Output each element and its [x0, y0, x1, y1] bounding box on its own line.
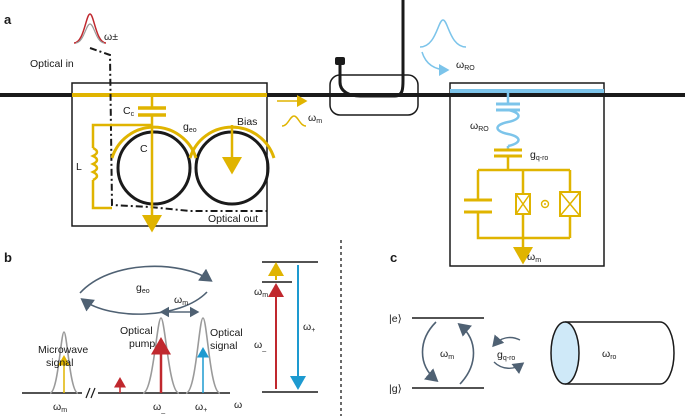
- josephson-junction-left: [515, 193, 531, 215]
- level-omega-minus: ω_: [254, 339, 266, 352]
- optical-signal-label-1: Optical: [210, 327, 243, 339]
- ket-g-label: |g⟩: [389, 383, 402, 395]
- circulator-box: [329, 74, 419, 116]
- omega-m-pulse: [281, 115, 307, 127]
- optical-fiber-path: [89, 47, 267, 212]
- omega-m-label-qubit: ωm: [527, 251, 541, 264]
- omega-pm-label: ω±: [104, 31, 118, 43]
- bias-label: Bias: [237, 116, 257, 128]
- optical-in-label: Optical in: [30, 58, 74, 70]
- panel-b: b geo ωm ω Microwave signal Optical pump…: [4, 250, 318, 414]
- signal-peak: [185, 317, 221, 394]
- input-peak-gray: [75, 23, 105, 44]
- panel-a: a ω± Optical in Optical out Cc Bias geo …: [0, 0, 685, 267]
- axis-break: [85, 387, 96, 399]
- jj-right-cross: [559, 191, 581, 217]
- qubit-down-arrow: [421, 321, 439, 383]
- qubit-up-arrow: [457, 322, 475, 385]
- omega-m-label-a: ωm: [308, 112, 322, 125]
- gqro-label-c: gq-ro: [497, 349, 515, 362]
- l-label: L: [76, 161, 82, 173]
- optical-signal-label-2: signal: [210, 340, 237, 352]
- inductor-wire-top: [91, 123, 152, 148]
- cavity-body: [565, 321, 675, 385]
- inductor-wire-bottom: [91, 180, 112, 210]
- microwave-signal-label-2: signal: [46, 357, 73, 369]
- input-peak-red: [73, 13, 107, 44]
- optical-out-label: Optical out: [208, 213, 258, 225]
- panel-label-a: a: [4, 12, 12, 27]
- axis-omega-minus: ω_: [153, 401, 165, 414]
- level-omega-m: ωm: [254, 286, 268, 299]
- qubit-box: [449, 82, 605, 267]
- omega-ro-label-c: ωro: [602, 348, 617, 361]
- geo-arrow-top: [79, 265, 213, 294]
- jj-left-cross: [515, 193, 531, 215]
- readout-peak: [419, 19, 467, 48]
- axis-omega-plus: ω+: [195, 401, 207, 414]
- ring-resonator-left: [116, 130, 192, 206]
- readout-arrow: [421, 51, 450, 76]
- gqro-arrow-bottom: [493, 361, 525, 375]
- circulator-port: [335, 57, 345, 65]
- omega-ro-label-box: ωRO: [470, 120, 489, 133]
- axis-omega-m: ωm: [53, 401, 67, 414]
- inductor-coil: [90, 146, 99, 182]
- cc-label: Cc: [123, 105, 135, 118]
- panel-label-c: c: [390, 250, 397, 265]
- geo-label-b: geo: [136, 282, 150, 295]
- flux-symbol: [540, 199, 550, 209]
- electrode-left-arc: [110, 125, 198, 159]
- optical-pump-label-1: Optical: [120, 325, 153, 337]
- c-label: C: [140, 143, 148, 155]
- circulator-loop: [338, 62, 405, 98]
- transducer-box: [71, 82, 268, 227]
- qubit-bus-sides: [476, 170, 572, 240]
- omega-ro-label-top: ωRO: [456, 59, 475, 72]
- geo-label: geo: [183, 121, 197, 134]
- omega-m-span-label: ωm: [174, 294, 188, 307]
- optical-pump-label-2: pump: [129, 338, 155, 350]
- microwave-peak: [49, 331, 79, 394]
- gqro-arrow-top: [492, 334, 521, 348]
- cavity-face: [550, 321, 580, 385]
- qubit-bus-top: [478, 156, 570, 172]
- microwave-signal-label-1: Microwave: [38, 344, 88, 356]
- level-omega-plus: ω+: [303, 321, 315, 334]
- gqro-label-a: gq-ro: [530, 149, 548, 162]
- panel-label-b: b: [4, 250, 12, 265]
- panel-c: c |e⟩ |g⟩ ωm gq-ro ωro: [389, 250, 675, 395]
- axis-omega-label: ω: [234, 399, 242, 411]
- pump-peak: [142, 317, 180, 394]
- omega-m-label-c: ωm: [440, 348, 454, 361]
- ket-e-label: |e⟩: [389, 313, 402, 325]
- flux-dot: [544, 203, 546, 205]
- geo-arrow-bottom: [80, 291, 208, 315]
- josephson-junction-right: [559, 191, 581, 217]
- readout-inductor: [496, 108, 520, 148]
